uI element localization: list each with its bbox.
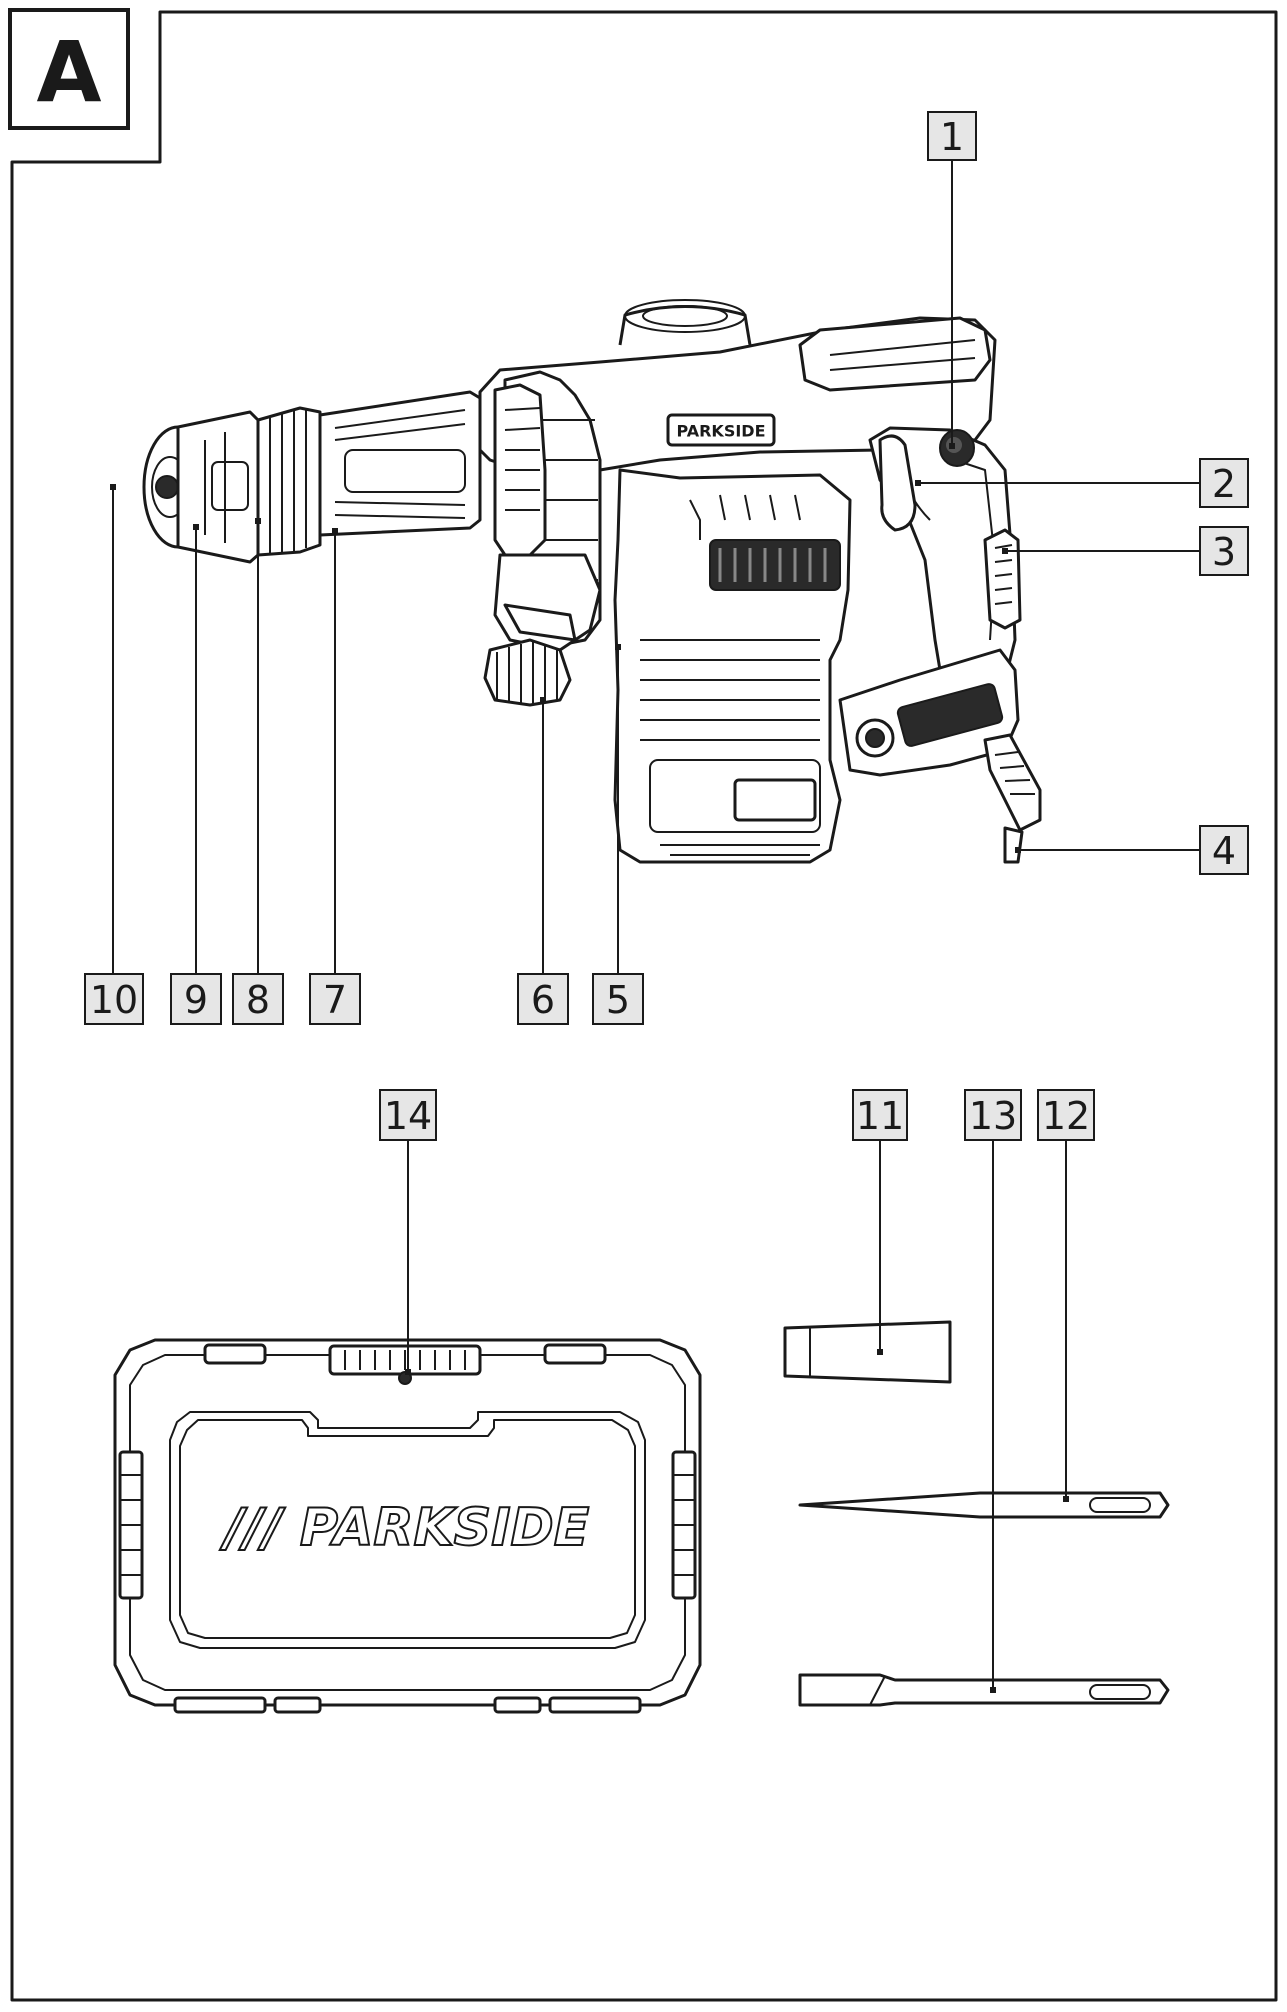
leader-lines — [110, 158, 1200, 1693]
svg-text:10: 10 — [90, 978, 138, 1022]
callout-13: 13 — [964, 1089, 1022, 1141]
callout-1: 1 — [927, 111, 977, 161]
figure-label-box — [8, 8, 130, 130]
svg-text:6: 6 — [531, 978, 555, 1022]
svg-text:PARKSIDE: PARKSIDE — [676, 422, 765, 441]
callout-2: 2 — [1199, 458, 1249, 508]
callout-5: 5 — [592, 973, 644, 1025]
svg-text:8: 8 — [246, 978, 270, 1022]
pointed-chisel-illustration — [798, 1491, 1170, 1519]
svg-text:11: 11 — [856, 1094, 904, 1138]
svg-text:9: 9 — [184, 978, 208, 1022]
callout-3: 3 — [1199, 526, 1249, 576]
parkside-case-logo: /// PARKSIDE — [220, 1498, 589, 1558]
carrying-case-illustration: /// PARKSIDE — [113, 1338, 702, 1714]
figure-frame — [10, 10, 1278, 2002]
callout-11: 11 — [852, 1089, 908, 1141]
callout-10: 10 — [84, 973, 144, 1025]
wide-chisel-illustration — [798, 1673, 1170, 1707]
svg-text:14: 14 — [384, 1094, 432, 1138]
svg-text:13: 13 — [969, 1094, 1017, 1138]
callout-7: 7 — [309, 973, 361, 1025]
flat-chisel-illustration — [783, 1320, 952, 1384]
svg-text:4: 4 — [1212, 829, 1236, 873]
svg-text:5: 5 — [606, 978, 630, 1022]
svg-text:2: 2 — [1212, 462, 1236, 506]
callout-8: 8 — [232, 973, 284, 1025]
callout-14: 14 — [379, 1089, 437, 1141]
callout-4: 4 — [1199, 825, 1249, 875]
svg-text:3: 3 — [1212, 530, 1236, 574]
svg-text:7: 7 — [323, 978, 347, 1022]
callout-9: 9 — [170, 973, 222, 1025]
svg-text:12: 12 — [1042, 1094, 1090, 1138]
demolition-hammer-illustration: PARKSIDE — [142, 299, 1042, 864]
svg-text:1: 1 — [940, 115, 964, 159]
callout-12: 12 — [1037, 1089, 1095, 1141]
figure-label: A — [36, 23, 101, 121]
callout-6: 6 — [517, 973, 569, 1025]
